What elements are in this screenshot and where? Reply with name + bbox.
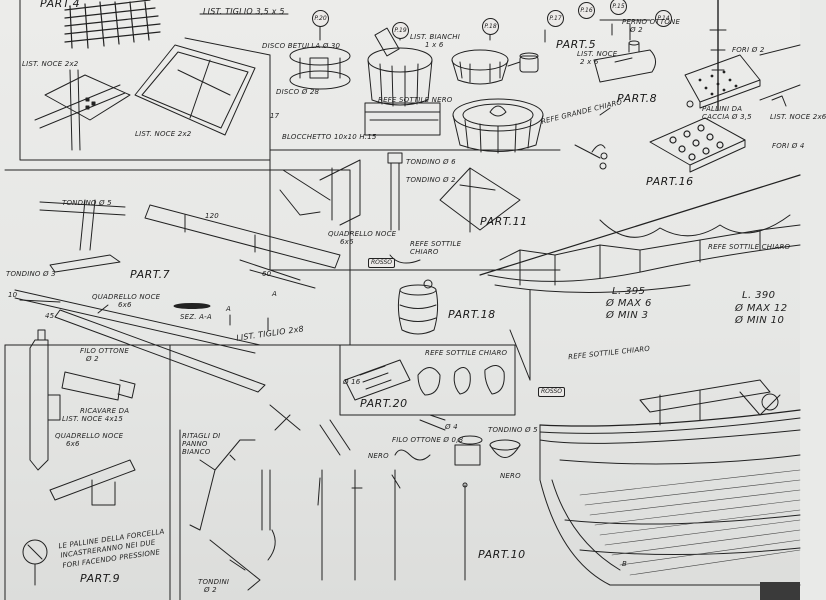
part18-drawing: [397, 279, 439, 335]
label-list-bianchi-dim: 1 x 6: [425, 41, 444, 49]
part8-drawing: [574, 19, 694, 170]
label-min3: Ø MIN 3: [606, 310, 649, 321]
label-nero-1: NERO: [368, 452, 389, 460]
label-disco-28: DISCO Ø 28: [276, 88, 320, 96]
label-17: 17: [270, 112, 280, 120]
label-l390: L. 390: [742, 290, 776, 301]
part-18-title: PART.18: [448, 308, 496, 321]
label-perno-dim: Ø 2: [630, 26, 643, 34]
tag-rosso-18: ROSSO: [368, 258, 396, 268]
part-4-title: PART.4: [40, 0, 81, 10]
label-quadrello-p7: QUADRELLO NOCE: [92, 293, 161, 301]
part5-drawing: [269, 21, 561, 154]
label-tondino-6: TONDINO Ø 6: [406, 158, 456, 166]
part-9-title: PART.9: [80, 572, 121, 585]
part-7-title: PART.7: [130, 268, 171, 281]
label-ricavare: RICAVARE DA: [80, 407, 130, 415]
label-quadrello-p7-dim: 6x6: [118, 301, 132, 309]
sail-rigging: [479, 174, 801, 381]
part-8-title: PART.8: [617, 92, 658, 105]
label-sez-aa: SEZ. A-A: [180, 313, 212, 321]
label-tondino-4: Ø 4: [445, 423, 458, 431]
label-dim-10: 10: [8, 291, 18, 299]
label-pallini: PALLINI DA CACCIA Ø 3,5: [702, 105, 752, 121]
label-list-noce-p8-dim: 2 x 6: [580, 58, 599, 66]
label-max6: Ø MAX 6: [606, 298, 652, 309]
tag-rosso-hull: ROSSO: [538, 387, 566, 397]
label-filo-ottone-2: FILO OTTONE: [80, 347, 129, 355]
label-tondino-3: TONDINO Ø 3: [6, 270, 56, 278]
part9-drawing: [4, 329, 171, 600]
label-quadrello-p11: QUADRELLO NOCE: [328, 230, 397, 238]
part10-drawing: [179, 404, 521, 600]
label-tondino-5: TONDINO Ø 5: [62, 199, 112, 207]
label-list-noce-2x2-b: LIST. NOCE 2x2: [135, 130, 192, 138]
part11-drawing: [269, 152, 561, 271]
label-nero-2: NERO: [500, 472, 521, 480]
ref-p18: P.18: [482, 18, 499, 35]
label-marker-a2: A: [272, 290, 277, 298]
label-marker-a1: A: [226, 305, 231, 313]
label-d16: Ø 16: [343, 378, 361, 386]
part-11-title: PART.11: [480, 215, 528, 228]
label-max12: Ø MAX 12: [735, 303, 788, 314]
ref-p14: P.14: [655, 10, 672, 27]
label-dim-45: 45: [45, 312, 55, 320]
ref-p15: P.15: [610, 0, 627, 15]
label-refe-sottile-sail: REFE SOTTILE CHIARO: [708, 243, 791, 251]
label-filo-ottone-2-dim: Ø 2: [86, 355, 99, 363]
label-quadrello-p9-dim: 6x6: [66, 440, 80, 448]
part-16-title: PART.16: [646, 175, 694, 188]
label-list-bianchi: LIST. BIANCHI: [410, 33, 461, 41]
label-hull-b: B: [622, 560, 628, 568]
label-min10: Ø MIN 10: [735, 315, 785, 326]
part-10-title: PART.10: [478, 548, 526, 561]
label-ritagli-3: BIANCO: [182, 448, 211, 456]
label-tondino-2: TONDINO Ø 2: [406, 176, 456, 184]
label-list-noce-right: LIST. NOCE 2x6: [770, 113, 826, 121]
label-ritagli-2: PANNO: [182, 440, 208, 448]
label-ritagli-1: RITAGLI DI: [182, 432, 221, 440]
label-tondini-2: TONDINI: [198, 578, 230, 586]
label-list-tiglio-3-5: LIST. TIGLIO 3,5 x 5: [203, 7, 285, 16]
label-tondino-5b: TONDINO Ø 5: [488, 426, 538, 434]
label-blocchetto: BLOCCHETTO 10x10 H.15: [282, 133, 377, 141]
ref-p20: P.20: [312, 10, 329, 27]
ref-p19: P.19: [392, 22, 409, 39]
part7-drawing: [4, 169, 351, 393]
part4-drawing: [19, 0, 271, 161]
label-quadrello-p9: QUADRELLO NOCE: [55, 432, 124, 440]
label-quadrello-p11-dim: 6x6: [340, 238, 354, 246]
label-refe-sottile-nero: REFE SOTTILE NERO: [378, 96, 453, 104]
label-disco-betulla: DISCO BETULLA Ø 30: [262, 42, 341, 50]
ref-p17: P.17: [547, 10, 564, 27]
label-refe-sottile-11b: CHIARO: [410, 248, 439, 256]
hull-drawing: [539, 379, 801, 586]
line-drawing: [4, 0, 801, 600]
hull-shading: [579, 469, 801, 576]
label-ricavare-dim: LIST. NOCE 4x15: [62, 415, 124, 423]
label-fori-4: FORI Ø 4: [772, 142, 805, 150]
label-tondini-2-dim: Ø 2: [204, 586, 217, 594]
label-dim-120: 120: [205, 212, 219, 220]
label-list-noce-2x2-a: LIST. NOCE 2x2: [22, 60, 79, 68]
part16-drawing: [649, 44, 801, 173]
label-list-noce-p8: LIST. NOCE: [577, 50, 618, 58]
part20-drawing: [339, 344, 516, 416]
label-perno-ottone: PERNO OTTONE: [622, 18, 681, 26]
label-filo-ottone-08: FILO OTTONE Ø 0,8: [392, 436, 464, 444]
label-dim-60: 60: [262, 270, 272, 278]
label-l395: L. 395: [612, 286, 646, 297]
part-20-title: PART.20: [360, 397, 408, 410]
ref-p16: P.16: [578, 2, 595, 19]
label-refe-sottile-11: REFE SOTTILE: [410, 240, 462, 248]
part-5-title: PART.5: [556, 38, 597, 51]
label-refe-sottile-20: REFE SOTTILE CHIARO: [425, 349, 508, 357]
label-fori-2: FORI Ø 2: [732, 46, 765, 54]
